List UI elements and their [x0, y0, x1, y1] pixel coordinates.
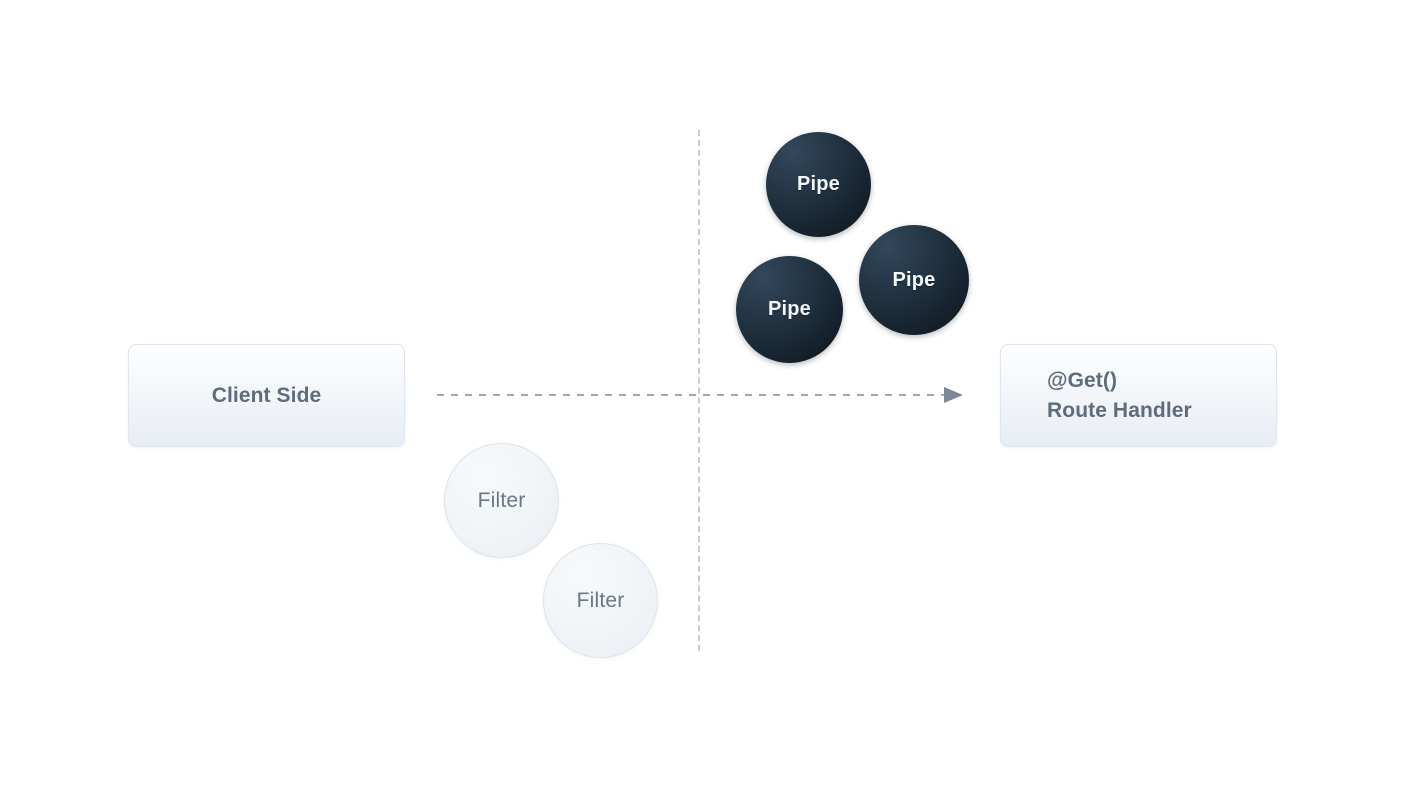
pipe-node-1[interactable]: Pipe	[766, 132, 871, 237]
dashed-request-arrow	[437, 382, 965, 408]
filter-node-1[interactable]: Filter	[444, 443, 559, 558]
route-handler-node[interactable]: @Get() Route Handler	[1000, 344, 1277, 447]
filter-node-2[interactable]: Filter	[543, 543, 658, 658]
pipe-label-1: Pipe	[796, 173, 841, 195]
client-side-label: Client Side	[211, 383, 322, 407]
filter-label-1: Filter	[477, 488, 526, 512]
pipe-label-2: Pipe	[892, 268, 936, 291]
dashed-boundary-line	[698, 130, 700, 651]
route-handler-label: @Get() Route Handler	[1047, 368, 1192, 422]
pipe-label-3: Pipe	[767, 298, 812, 320]
pipe-node-2[interactable]: Pipe	[859, 225, 969, 335]
client-side-node[interactable]: Client Side	[128, 344, 405, 447]
filter-label-2: Filter	[576, 588, 625, 612]
pipe-node-3[interactable]: Pipe	[736, 256, 843, 363]
